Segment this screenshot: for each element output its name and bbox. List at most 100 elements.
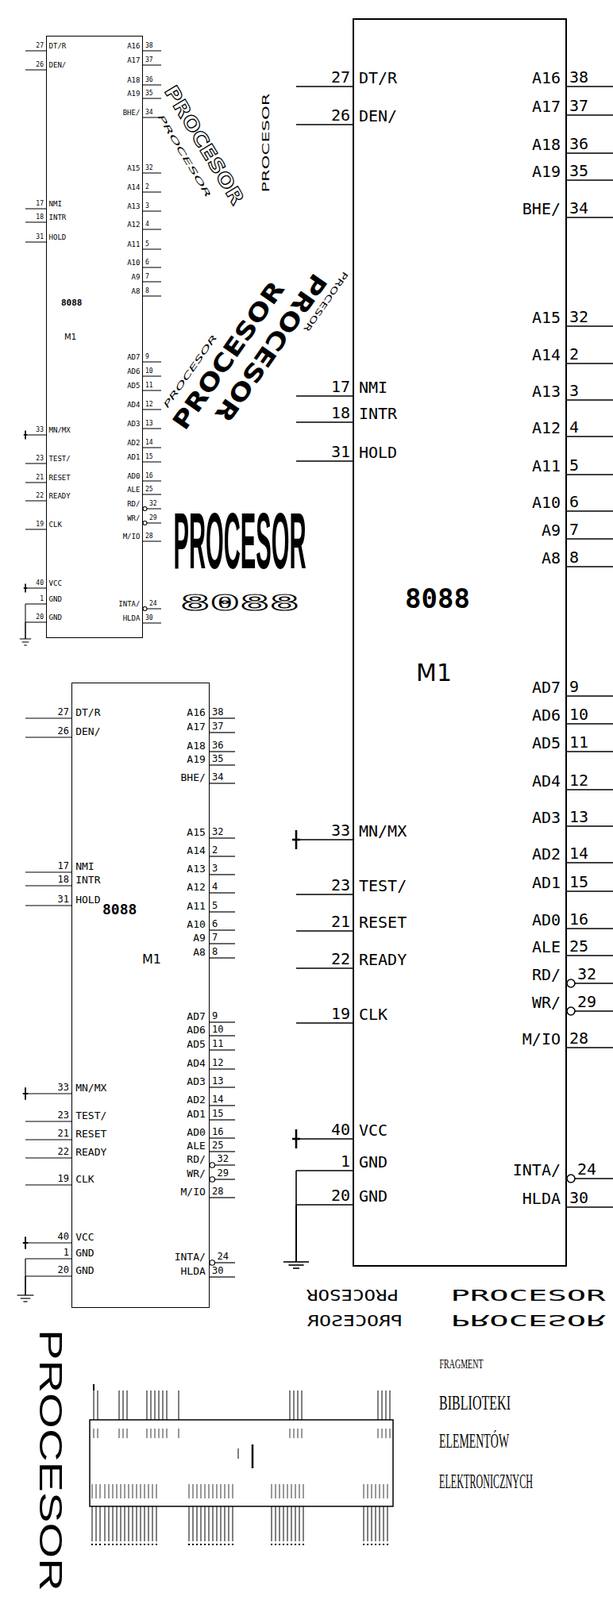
- mini-pin-text: [208, 1484, 210, 1500]
- mini-pin: [154, 1391, 156, 1421]
- wire: [146, 608, 162, 610]
- pin-number: 29: [577, 994, 597, 1011]
- pin-name: CLK: [358, 1006, 388, 1023]
- mini-pin-text: [127, 1429, 128, 1439]
- mini-pin: [289, 1391, 291, 1421]
- pin-name: A13: [186, 863, 205, 875]
- pin-name: A17: [186, 721, 205, 733]
- inversion-bubble: [566, 1007, 575, 1016]
- mini-pin-end: [294, 1544, 297, 1546]
- pin-number: 17: [35, 200, 44, 208]
- pin-name: AD7: [532, 679, 561, 696]
- pin-name: A10: [532, 494, 561, 511]
- mini-pin: [299, 1507, 301, 1543]
- mini-pin-text: [136, 1484, 138, 1500]
- pin-number: 33: [35, 427, 44, 434]
- pin-name: A16: [532, 69, 561, 86]
- pin-number: 26: [331, 107, 351, 124]
- pin-number: 26: [35, 61, 44, 69]
- wire: [25, 1184, 72, 1186]
- pin-number: 25: [212, 1141, 224, 1151]
- wire: [25, 528, 47, 530]
- pin-number: 37: [569, 97, 589, 114]
- pin-name: AD1: [127, 454, 140, 462]
- wire: [25, 1093, 72, 1095]
- pin-name: INTA/: [118, 601, 140, 609]
- wire: [566, 723, 613, 725]
- mini-pin-text: [287, 1484, 289, 1500]
- pin-name: A13: [532, 383, 561, 400]
- wire: [25, 587, 47, 589]
- mini-pin-text: [148, 1484, 150, 1500]
- wire: [142, 191, 162, 193]
- pin-name: WR/: [127, 515, 140, 523]
- pin-number: 4: [212, 882, 218, 892]
- pin-name: WR/: [186, 1168, 205, 1180]
- mini-pin-text: [216, 1484, 218, 1500]
- pin-name: MN/MX: [49, 427, 71, 435]
- pin-number: 21: [35, 474, 44, 482]
- mini-pin: [152, 1507, 154, 1543]
- pin-number: 27: [35, 42, 44, 50]
- pin-name: AD4: [532, 773, 561, 790]
- pin-name: M/IO: [123, 533, 141, 541]
- pin-name: A8: [541, 550, 561, 567]
- mini-pin-text: [279, 1484, 281, 1500]
- mini-supply-tick: [92, 1384, 95, 1392]
- wire: [566, 890, 613, 893]
- pin-name: A14: [532, 346, 561, 363]
- pin-name: AD6: [532, 707, 561, 724]
- pin-number: 19: [35, 521, 44, 529]
- wire: [142, 622, 162, 624]
- pin-number: 28: [145, 533, 154, 540]
- mini-pin: [124, 1507, 126, 1543]
- ground-wire: [24, 1259, 26, 1296]
- wire: [209, 732, 236, 733]
- mini-pin: [108, 1507, 110, 1543]
- mini-pin: [383, 1507, 385, 1543]
- ground-wire: [295, 1205, 297, 1263]
- wire: [25, 1121, 72, 1122]
- pin-name: BHE/: [180, 772, 205, 783]
- supply-tick: [23, 434, 28, 436]
- ground-symbol: [22, 641, 30, 643]
- pin-number: 29: [149, 515, 158, 522]
- pin-name: M/IO: [180, 1187, 205, 1198]
- pin-name: AD2: [532, 846, 561, 863]
- pin-number: 22: [57, 1147, 70, 1157]
- mini-part-number: [251, 1445, 255, 1469]
- mini-pin-end: [111, 1544, 114, 1546]
- mini-pin-text: [100, 1484, 101, 1500]
- wire: [25, 462, 47, 464]
- pin-name: A18: [127, 77, 140, 85]
- wire: [209, 1105, 236, 1107]
- wire: [142, 64, 162, 66]
- pin-number: 7: [569, 521, 579, 538]
- mini-pin: [188, 1507, 190, 1543]
- pin-number: 31: [331, 443, 351, 460]
- inversion-bubble: [209, 1177, 216, 1184]
- mini-pin-text: [154, 1429, 156, 1439]
- pin-number: 23: [35, 455, 44, 463]
- pin-number: 6: [212, 919, 218, 930]
- mini-pin-end: [208, 1544, 210, 1546]
- mini-pin-end: [115, 1544, 118, 1546]
- pin-number: 26: [57, 726, 70, 737]
- pin-number: 21: [331, 913, 351, 930]
- mini-pin: [178, 1391, 180, 1421]
- mini-pin: [204, 1507, 206, 1543]
- pin-name: AD5: [127, 382, 140, 390]
- wire: [25, 1258, 72, 1260]
- pin-name: READY: [75, 1147, 107, 1158]
- wire: [566, 399, 613, 401]
- wire: [566, 789, 613, 791]
- wire: [25, 717, 72, 719]
- wire: [25, 221, 47, 223]
- mini-pin-end: [378, 1544, 381, 1546]
- mini-pin-end: [143, 1544, 146, 1546]
- mini-pin-text: [383, 1484, 385, 1500]
- pin-name: HOLD: [49, 234, 67, 242]
- watermark-text: PROCESOR: [306, 1287, 399, 1304]
- watermark-text: PROCESOR: [451, 1287, 606, 1304]
- wire: [296, 1170, 353, 1173]
